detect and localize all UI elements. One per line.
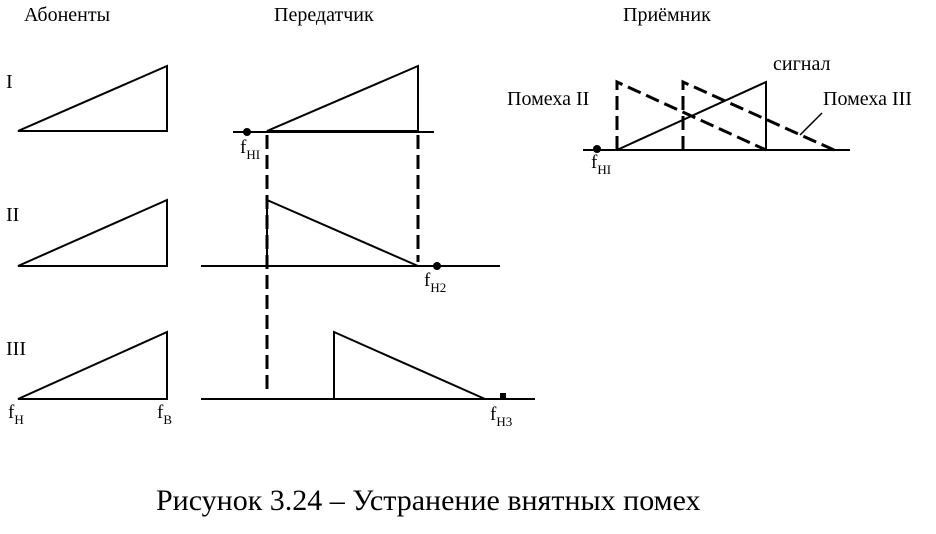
receiver-carrier-dot: [593, 145, 601, 153]
noise3-label: Помеха III: [823, 88, 912, 110]
receiver-noise3-spectrum: [681, 79, 835, 152]
carrier-1-dot: [243, 128, 251, 136]
subscriber-2-spectrum: [17, 198, 168, 267]
noise3-leader-line: [799, 112, 823, 136]
carrier-3-dot: [500, 393, 506, 399]
row-label-3: III: [6, 338, 26, 360]
receiver-carrier-label: fНI: [591, 152, 611, 177]
subscriber-1-spectrum: [17, 64, 168, 132]
header-receiver: Приёмник: [623, 4, 711, 26]
freq-low-label: fН: [8, 402, 24, 427]
header-subscribers: Абоненты: [24, 4, 110, 26]
transmitter-1-spectrum: [266, 64, 419, 132]
row-label-1: I: [6, 71, 13, 93]
figure-caption: Рисунок 3.24 – Устранение внятных помех: [156, 484, 701, 517]
signal-label: сигнал: [773, 53, 831, 75]
carrier-1-label: fНI: [240, 137, 260, 162]
transmitter-2-spectrum: [266, 198, 419, 267]
freq-high-label: fВ: [157, 402, 172, 427]
carrier-3-label: fН3: [490, 404, 512, 429]
subscriber-3-spectrum: [17, 330, 168, 400]
row-label-2: II: [6, 204, 19, 226]
header-transmitter: Передатчик: [274, 4, 374, 26]
transmitter-3-spectrum: [333, 330, 486, 400]
carrier-2-label: fН2: [424, 270, 446, 295]
noise2-label: Помеха II: [507, 88, 589, 110]
receiver-noise2-spectrum: [615, 79, 767, 152]
carrier-2-dot: [433, 262, 441, 270]
